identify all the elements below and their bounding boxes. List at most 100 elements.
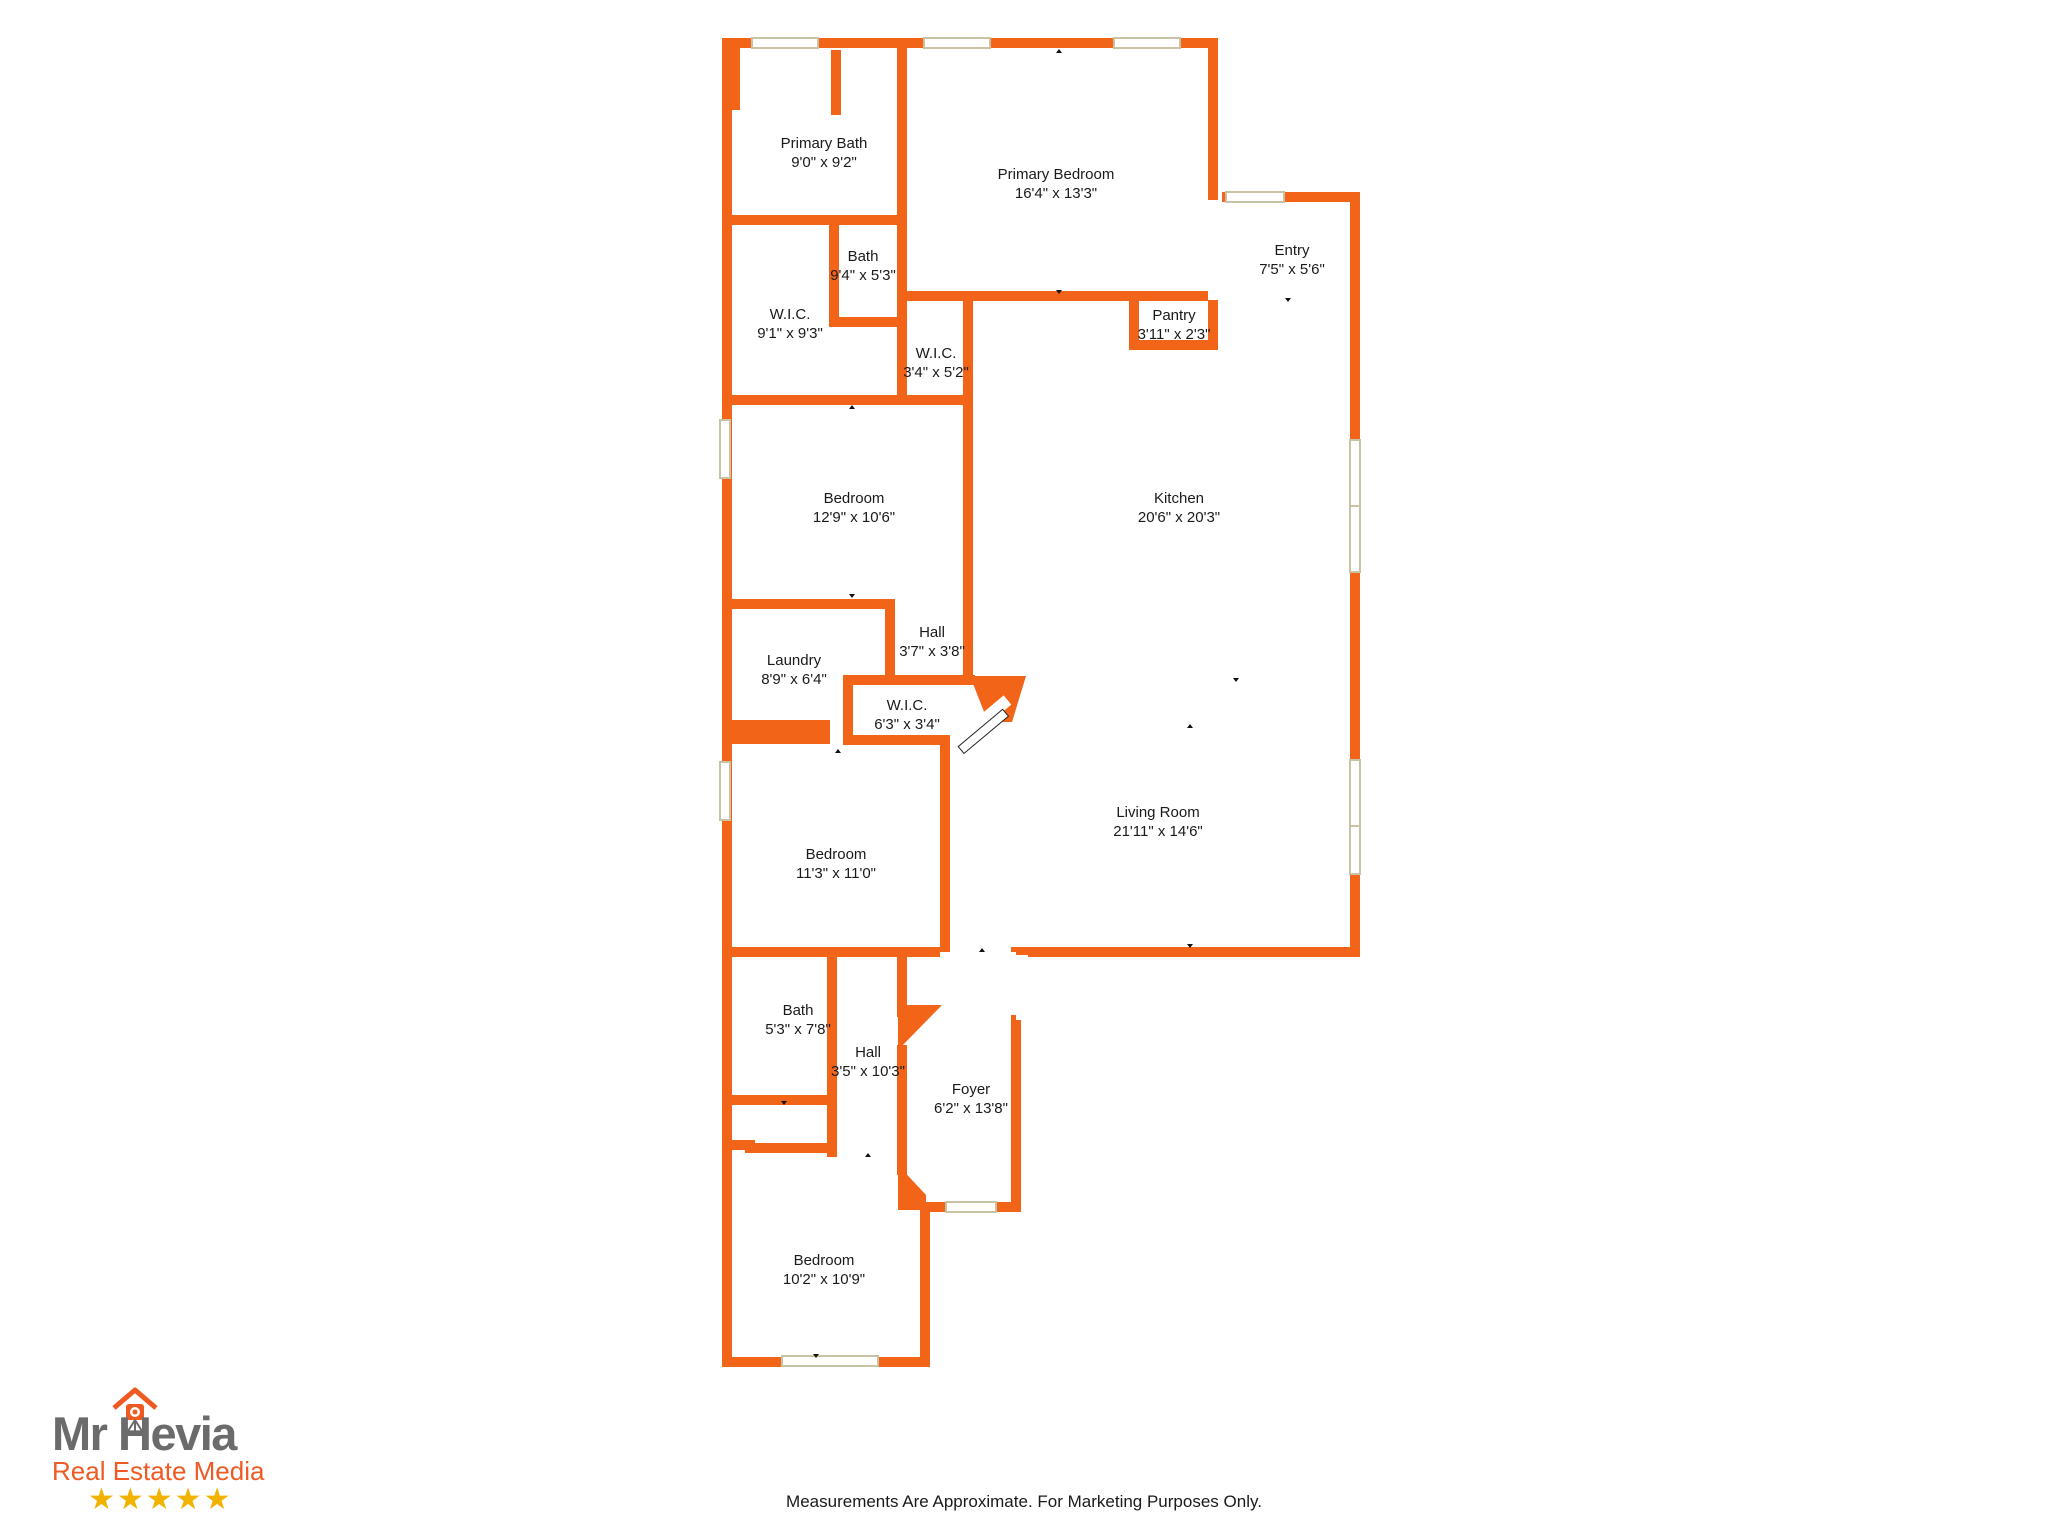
logo-title: Mr Hevia	[52, 1407, 237, 1460]
room-primary-bath: Primary Bath 9'0" x 9'2"	[781, 135, 868, 171]
room-name: Pantry	[1152, 307, 1196, 324]
marker	[849, 594, 855, 598]
room-bedroom-1: Bedroom 12'9" x 10'6"	[813, 490, 895, 526]
room-wic-hall: W.I.C. 6'3" x 3'4"	[874, 697, 940, 733]
room-living-room: Living Room 21'11" x 14'6"	[1113, 804, 1203, 840]
room-name: Hall	[855, 1044, 881, 1061]
window	[719, 761, 731, 821]
room-name: Bath	[848, 248, 879, 265]
window	[1349, 505, 1361, 573]
windows	[719, 37, 1361, 1367]
marker	[1187, 724, 1193, 728]
room-bedroom-3: Bedroom 10'2" x 10'9"	[783, 1252, 865, 1288]
room-foyer: Foyer 6'2" x 13'8"	[934, 1081, 1008, 1117]
wall-block	[898, 1165, 926, 1210]
room-dimensions: 12'9" x 10'6"	[813, 509, 895, 526]
room-labels: Primary Bath 9'0" x 9'2" Primary Bedroom…	[757, 135, 1325, 1288]
room-dimensions: 9'1" x 9'3"	[757, 325, 823, 342]
room-name: Entry	[1274, 242, 1310, 259]
marker	[1233, 678, 1239, 682]
diagonal-door	[957, 708, 1010, 755]
room-dimensions: 11'3" x 11'0"	[796, 865, 876, 882]
marker	[813, 1354, 819, 1358]
room-name: Bedroom	[824, 490, 885, 507]
window	[1349, 759, 1361, 827]
room-dimensions: 8'9" x 6'4"	[761, 671, 827, 688]
logo-subtitle: Real Estate Media	[52, 1456, 265, 1486]
marker	[979, 948, 985, 952]
marker	[1056, 49, 1062, 53]
window	[1113, 37, 1181, 49]
exterior-wall	[722, 38, 1360, 1367]
room-dimensions: 5'3" x 7'8"	[765, 1021, 831, 1038]
room-name: W.I.C.	[887, 697, 928, 714]
window	[719, 419, 731, 479]
wall-block	[898, 1005, 942, 1050]
window	[781, 1355, 879, 1367]
room-name: Bedroom	[794, 1252, 855, 1269]
room-primary-bedroom: Primary Bedroom 16'4" x 13'3"	[998, 166, 1115, 202]
room-wic-primary: W.I.C. 9'1" x 9'3"	[757, 306, 823, 342]
wall-block	[722, 40, 740, 110]
room-name: Living Room	[1116, 804, 1199, 821]
measurement-markers	[781, 49, 1291, 1358]
room-bath-upper: Bath 9'4" x 5'3"	[830, 248, 896, 284]
rating-stars: ★★★★★	[88, 1483, 233, 1516]
window	[923, 37, 991, 49]
window	[1349, 439, 1361, 507]
room-name: Laundry	[767, 652, 822, 669]
room-bath-lower: Bath 5'3" x 7'8"	[765, 1002, 831, 1038]
window	[1225, 191, 1285, 203]
room-pantry: Pantry 3'11" x 2'3"	[1138, 307, 1211, 343]
room-laundry: Laundry 8'9" x 6'4"	[761, 652, 827, 688]
room-dimensions: 7'5" x 5'6"	[1259, 261, 1325, 278]
disclaimer-text: Measurements Are Approximate. For Market…	[786, 1492, 1262, 1511]
room-name: Bath	[783, 1002, 814, 1019]
marker	[1056, 290, 1062, 294]
room-dimensions: 16'4" x 13'3"	[1015, 185, 1097, 202]
interior-wall	[843, 675, 950, 745]
marker	[1187, 944, 1193, 948]
room-name: Bedroom	[806, 846, 867, 863]
room-dimensions: 3'7" x 3'8"	[899, 643, 965, 660]
room-entry: Entry 7'5" x 5'6"	[1259, 242, 1325, 278]
marker	[849, 405, 855, 409]
room-hall-upper: Hall 3'7" x 3'8"	[899, 624, 965, 660]
marker	[781, 1101, 787, 1105]
room-dimensions: 9'4" x 5'3"	[830, 267, 896, 284]
door-openings	[940, 200, 1220, 1020]
room-name: W.I.C.	[916, 345, 957, 362]
window	[1349, 825, 1361, 875]
room-dimensions: 3'4" x 5'2"	[903, 364, 969, 381]
room-name: W.I.C.	[770, 306, 811, 323]
marker	[835, 749, 841, 753]
room-bedroom-2: Bedroom 11'3" x 11'0"	[796, 846, 876, 882]
marker	[1285, 298, 1291, 302]
doorway	[1208, 200, 1220, 300]
window	[751, 37, 819, 49]
room-name: Hall	[919, 624, 945, 641]
room-dimensions: 10'2" x 10'9"	[783, 1271, 865, 1288]
room-name: Primary Bath	[781, 135, 868, 152]
room-dimensions: 6'3" x 3'4"	[874, 716, 940, 733]
marker	[865, 1153, 871, 1157]
wall-block	[722, 720, 830, 744]
room-dimensions: 21'11" x 14'6"	[1113, 823, 1203, 840]
room-kitchen: Kitchen 20'6" x 20'3"	[1138, 490, 1220, 526]
room-name: Foyer	[952, 1081, 990, 1098]
brand-logo: Mr Hevia Real Estate Media ★★★★★	[48, 1386, 288, 1518]
room-name: Primary Bedroom	[998, 166, 1115, 183]
room-dimensions: 3'11" x 2'3"	[1138, 326, 1211, 343]
doorway	[1016, 955, 1028, 1020]
room-dimensions: 9'0" x 9'2"	[791, 154, 857, 171]
walls	[722, 38, 1360, 1367]
wall-block	[970, 676, 1026, 722]
interior-wall	[829, 220, 902, 327]
room-dimensions: 6'2" x 13'8"	[934, 1100, 1008, 1117]
room-hall-lower: Hall 3'5" x 10'3"	[831, 1044, 905, 1080]
doorway	[940, 952, 1016, 964]
room-dimensions: 20'6" x 20'3"	[1138, 509, 1220, 526]
room-name: Kitchen	[1154, 490, 1204, 507]
window	[945, 1201, 997, 1213]
doorway	[960, 695, 1012, 741]
